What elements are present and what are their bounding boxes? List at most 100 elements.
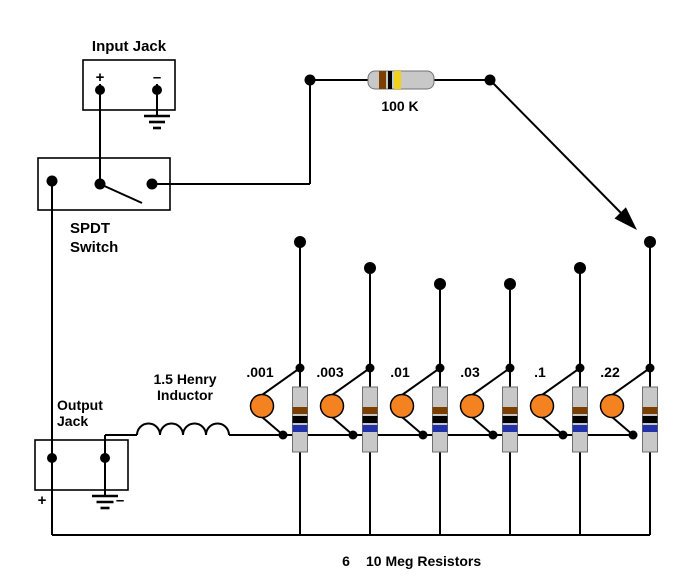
output-minus-label: – xyxy=(116,492,124,509)
input-plus-label: + xyxy=(96,69,105,86)
resistor-band-blue xyxy=(362,425,378,432)
capacitor xyxy=(249,393,275,419)
junction-dot xyxy=(418,430,428,440)
resistor-band-blue xyxy=(292,425,308,432)
input-jack-box xyxy=(82,59,176,111)
resistor-band-blue xyxy=(432,425,448,432)
series-resistor-100k xyxy=(367,70,435,90)
switch-terminal-common-dot xyxy=(94,178,106,190)
cap-top-lead xyxy=(541,367,581,396)
junction-dot xyxy=(295,363,305,373)
caption-text: 10 Meg Resistors xyxy=(366,553,481,569)
selector-contact-dot xyxy=(504,278,516,290)
cap-top-lead xyxy=(471,367,511,396)
cap-bottom-lead xyxy=(261,416,284,436)
output-jack-label-line2: Jack xyxy=(57,413,88,429)
selector-contact-dot xyxy=(574,262,586,274)
capacitor-value-label: .001 xyxy=(246,364,273,380)
resistor-100k-band-yellow xyxy=(394,71,401,89)
cap-bottom-lead xyxy=(611,416,634,436)
cap-bottom-lead xyxy=(541,416,564,436)
resistor-band-black xyxy=(362,416,378,423)
junction-dot xyxy=(628,430,638,440)
selector-contact-dot xyxy=(644,236,656,248)
cap-bottom-lead xyxy=(331,416,354,436)
inductor-label-line1: 1.5 Henry xyxy=(153,371,216,387)
resistor-band-brown xyxy=(502,407,518,414)
resistor-band-blue xyxy=(642,425,658,432)
output-jack-label-line1: Output xyxy=(57,397,103,413)
spdt-label-line1: SPDT xyxy=(70,220,110,237)
junction-dot xyxy=(278,430,288,440)
caption-count: 6 xyxy=(342,553,350,569)
output-plus-terminal-dot xyxy=(47,453,57,463)
branch-1: .001 xyxy=(246,236,308,535)
junction-dot xyxy=(488,430,498,440)
inductor-label-line2: Inductor xyxy=(157,387,214,403)
wire-selector-wiper xyxy=(489,79,623,215)
input-jack-label: Input Jack xyxy=(92,38,167,55)
junction-dot xyxy=(435,363,445,373)
branch-3: .01 xyxy=(389,278,448,535)
selector-contact-dot xyxy=(294,236,306,248)
resistor-band-brown xyxy=(572,407,588,414)
ground-symbol-input xyxy=(144,114,170,130)
cap-top-lead xyxy=(401,367,441,396)
resistor-band-brown xyxy=(642,407,658,414)
capacitor-value-label: .22 xyxy=(600,364,620,380)
switch-terminal-left-dot xyxy=(46,175,58,187)
resistor-100k-label: 100 K xyxy=(381,98,418,114)
junction-dot xyxy=(505,363,515,373)
junction-dot xyxy=(484,74,496,86)
output-jack-box xyxy=(34,439,129,491)
output-plus-label: + xyxy=(38,492,47,509)
resistor-band-brown xyxy=(292,407,308,414)
input-minus-terminal-dot xyxy=(152,85,162,95)
capacitor-value-label: .01 xyxy=(390,364,410,380)
selector-contact-dot xyxy=(364,262,376,274)
branch-6: .22 xyxy=(599,236,658,535)
resistor-band-brown xyxy=(362,407,378,414)
resistor-band-blue xyxy=(502,425,518,432)
cap-bottom-lead xyxy=(471,416,494,436)
resistor-band-black xyxy=(572,416,588,423)
junction-dot xyxy=(575,363,585,373)
branch-4: .03 xyxy=(459,278,518,535)
capacitor-value-label: .1 xyxy=(534,364,546,380)
selector-contact-dot xyxy=(434,278,446,290)
capacitor xyxy=(389,393,415,419)
resistor-band-blue xyxy=(572,425,588,432)
inductor-coil xyxy=(136,422,230,436)
input-minus-label: – xyxy=(153,69,161,86)
capacitor xyxy=(319,393,345,419)
junction-dot xyxy=(558,430,568,440)
resistor-band-black xyxy=(432,416,448,423)
capacitor xyxy=(599,393,625,419)
resistor-band-black xyxy=(502,416,518,423)
junction-dot xyxy=(304,74,316,86)
capacitor-value-label: .003 xyxy=(316,364,343,380)
branch-2: .003 xyxy=(316,262,378,535)
resistor-band-brown xyxy=(432,407,448,414)
input-plus-terminal-dot xyxy=(95,85,105,95)
resistor-100k-band-brown xyxy=(379,71,386,89)
ground-symbol-output xyxy=(92,494,118,510)
junction-dot xyxy=(348,430,358,440)
wiper-arrowhead-icon xyxy=(614,207,637,230)
cap-top-lead xyxy=(611,367,651,396)
cap-top-lead xyxy=(331,367,371,396)
resistor-100k-band-black xyxy=(388,71,392,89)
junction-dot xyxy=(365,363,375,373)
capacitor xyxy=(529,393,555,419)
output-minus-terminal-dot xyxy=(100,453,110,463)
capacitor-value-label: .03 xyxy=(460,364,480,380)
spdt-label-line2: Switch xyxy=(70,239,118,256)
resistor-band-black xyxy=(642,416,658,423)
switch-terminal-right-dot xyxy=(146,178,158,190)
capacitor xyxy=(459,393,485,419)
junction-dot xyxy=(645,363,655,373)
cap-bottom-lead xyxy=(401,416,424,436)
branch-5: .1 xyxy=(529,262,588,535)
